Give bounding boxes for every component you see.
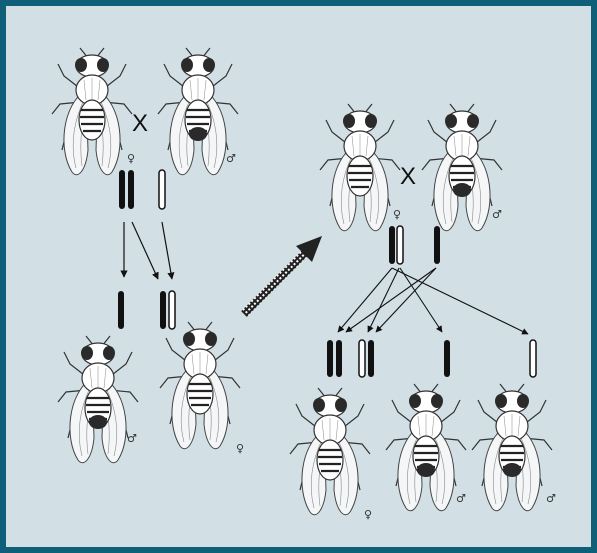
- f2-chromosomes: [327, 340, 536, 377]
- chromosome-black: [434, 226, 440, 264]
- male-symbol: ♂: [127, 432, 137, 445]
- chromosome-white: [159, 170, 165, 209]
- chromosome-black: [128, 170, 134, 209]
- f1-chromosomes: [118, 291, 175, 329]
- chromosome-black: [327, 340, 333, 377]
- f1-cross-male-fly: [422, 104, 502, 231]
- f1-male-fly: [58, 336, 138, 463]
- male-symbol: ♂: [226, 152, 236, 165]
- next-generation-arrow: [244, 236, 322, 314]
- f2-female-fly: [290, 388, 370, 515]
- chromosome-white: [530, 340, 536, 377]
- chromosome-white: [397, 226, 403, 264]
- chromosome-black: [336, 340, 342, 377]
- chromosome-black: [444, 340, 450, 377]
- chromosome-black: [389, 226, 395, 264]
- male-symbol: ♂: [456, 492, 466, 505]
- male-symbol: ♂: [492, 208, 502, 221]
- diagram-canvas: X ♂ ♀ ♂ ♀ X ♂ ♀: [6, 6, 591, 547]
- f2-male-fly: [472, 384, 552, 511]
- inheritance-arrows-left: [124, 222, 172, 279]
- chromosome-white: [169, 291, 175, 329]
- male-symbol: ♂: [546, 492, 556, 505]
- f2-male-fly: [386, 384, 466, 511]
- chromosome-white: [359, 340, 365, 377]
- f1-female-fly: [160, 322, 240, 449]
- genetic-cross-diagram: X ♂ ♀ ♂ ♀ X ♂ ♀: [6, 6, 591, 547]
- f1-cross-female-fly: [320, 104, 400, 231]
- female-symbol: ♀: [236, 442, 244, 455]
- female-symbol: ♀: [127, 152, 135, 165]
- chromosome-black: [118, 291, 124, 329]
- cross-symbol: X: [400, 163, 416, 190]
- parent-chromosomes: [119, 170, 165, 209]
- f1-cross-chromosomes: [389, 226, 440, 264]
- parent-female-fly: [52, 48, 132, 175]
- chromosome-black: [119, 170, 125, 209]
- female-symbol: ♀: [393, 208, 401, 221]
- cross-symbol: X: [132, 110, 148, 137]
- inheritance-arrows-right: [338, 268, 528, 334]
- female-symbol: ♀: [364, 508, 372, 521]
- chromosome-black: [368, 340, 374, 377]
- chromosome-black: [160, 291, 166, 329]
